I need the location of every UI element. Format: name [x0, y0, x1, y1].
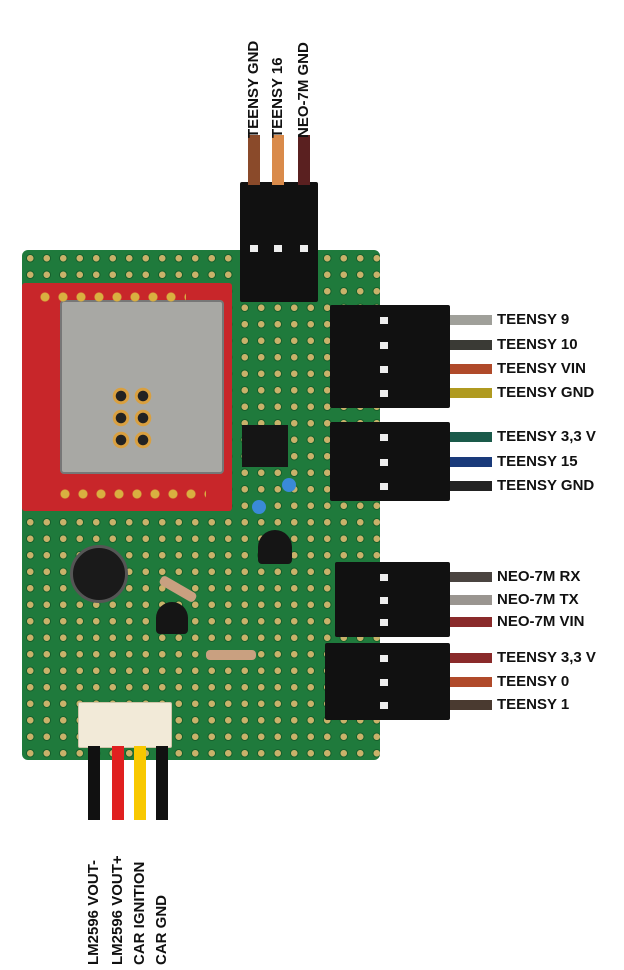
wire-label: TEENSY GND [245, 40, 262, 138]
wire-label: TEENSY 10 [497, 336, 578, 353]
pin-marker [380, 597, 388, 604]
wire-label: TEENSY VIN [497, 360, 586, 377]
wire-label: NEO-7M TX [497, 591, 579, 608]
ceramic-capacitor [282, 478, 296, 492]
top-connector-header [240, 182, 318, 302]
transistor [156, 602, 188, 634]
wire [450, 364, 492, 374]
pin-marker [250, 245, 258, 252]
wire [156, 746, 168, 820]
wire [450, 457, 492, 467]
transistor [258, 530, 292, 564]
right-connector-header [335, 562, 450, 637]
resistor [206, 650, 256, 660]
wire-label: NEO-7M VIN [497, 613, 585, 630]
wire-label: TEENSY 3,3 V [497, 428, 596, 445]
sd-slot-contacts [110, 385, 154, 451]
right-connector-header [330, 422, 450, 501]
pin-marker [380, 317, 388, 324]
pin-marker [380, 483, 388, 490]
wire-label: NEO-7M GND [295, 42, 312, 138]
wire [450, 617, 492, 627]
sd-header-pins-bottom [56, 485, 206, 503]
wire [134, 746, 146, 820]
pin-marker [380, 702, 388, 709]
wire-label: LM2596 VOUT- [85, 859, 102, 965]
wire-label: TEENSY 3,3 V [497, 649, 596, 666]
wire-label: LM2596 VOUT+ [109, 855, 126, 965]
wire [450, 653, 492, 663]
pin-marker [380, 574, 388, 581]
ic-chip [242, 425, 288, 467]
wire [450, 432, 492, 442]
wire [450, 677, 492, 687]
wire [272, 135, 284, 185]
pin-marker [380, 459, 388, 466]
pin-marker [300, 245, 308, 252]
pin-marker [274, 245, 282, 252]
power-connector [78, 702, 172, 748]
wire-label: TEENSY 1 [497, 696, 570, 713]
wire-label: CAR GND [153, 895, 170, 965]
wire [88, 746, 100, 820]
right-connector-header [330, 305, 450, 408]
wire [450, 315, 492, 325]
capacitor [70, 545, 128, 603]
pin-marker [380, 679, 388, 686]
wire-label: TEENSY 15 [497, 453, 578, 470]
pin-marker [380, 342, 388, 349]
wire [450, 340, 492, 350]
wire-label: TEENSY 0 [497, 673, 570, 690]
wire-label: TEENSY GND [497, 384, 595, 401]
sd-header-pins [36, 288, 186, 306]
pin-marker [380, 619, 388, 626]
wire [450, 700, 492, 710]
wire-label: TEENSY GND [497, 477, 595, 494]
wire [248, 135, 260, 185]
wire [450, 388, 492, 398]
wire-label: TEENSY 16 [269, 57, 286, 138]
wire [112, 746, 124, 820]
pin-marker [380, 434, 388, 441]
pin-marker [380, 366, 388, 373]
wire-label: NEO-7M RX [497, 568, 581, 585]
wire [450, 595, 492, 605]
wire-label: TEENSY 9 [497, 311, 570, 328]
wire [450, 572, 492, 582]
pin-marker [380, 390, 388, 397]
wire [298, 135, 310, 185]
ceramic-capacitor [252, 500, 266, 514]
wire-label: CAR IGNITION [131, 861, 148, 965]
wire [450, 481, 492, 491]
pin-marker [380, 655, 388, 662]
